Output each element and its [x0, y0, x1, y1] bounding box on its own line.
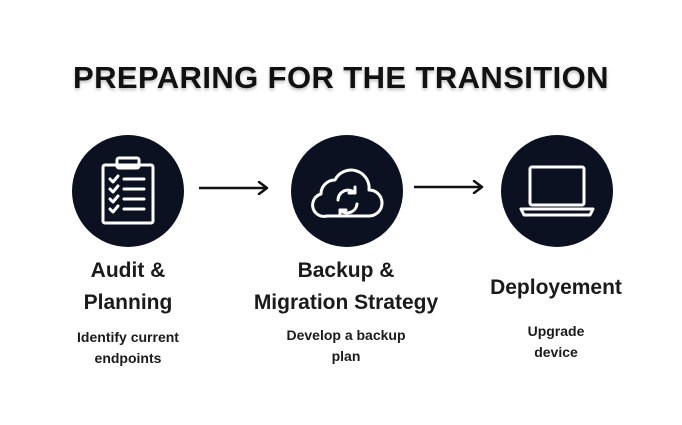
step-1-title: Audit & Planning — [40, 255, 216, 319]
step-1-circle — [72, 135, 184, 247]
step-1-title-line-1: Audit & — [90, 259, 166, 282]
step-2-title-line-2: Migration Strategy — [253, 291, 439, 314]
step-2-circle — [291, 135, 403, 247]
step-3-title: Deployement — [450, 272, 662, 304]
step-1-title-line-2: Planning — [83, 291, 173, 314]
step-3-title-line-1: Deployement — [490, 276, 622, 299]
clipboard-checklist-icon — [97, 155, 159, 227]
step-2-description: Develop a backup plan — [256, 325, 436, 367]
arrow-1-to-2 — [199, 181, 269, 195]
step-2-title: Backup & Migration Strategy — [228, 255, 464, 319]
step-3-circle — [501, 135, 613, 247]
cloud-sync-icon — [309, 162, 385, 220]
step-2-desc-line-2: plan — [331, 348, 361, 364]
step-2-desc-line-1: Develop a backup — [286, 327, 406, 343]
step-1-description: Identify current endpoints — [40, 327, 216, 369]
step-2-title-line-1: Backup & — [297, 259, 395, 282]
arrow-2-to-3 — [414, 180, 484, 194]
step-1-desc-line-2: endpoints — [94, 350, 162, 366]
step-3-desc-line-2: device — [534, 344, 578, 360]
diagram-title: PREPARING FOR THE TRANSITION — [73, 60, 609, 95]
step-1-desc-line-1: Identify current — [77, 329, 179, 345]
laptop-icon — [518, 163, 596, 219]
step-3-desc-line-1: Upgrade — [527, 323, 585, 339]
step-3-description: Upgrade device — [470, 321, 642, 363]
